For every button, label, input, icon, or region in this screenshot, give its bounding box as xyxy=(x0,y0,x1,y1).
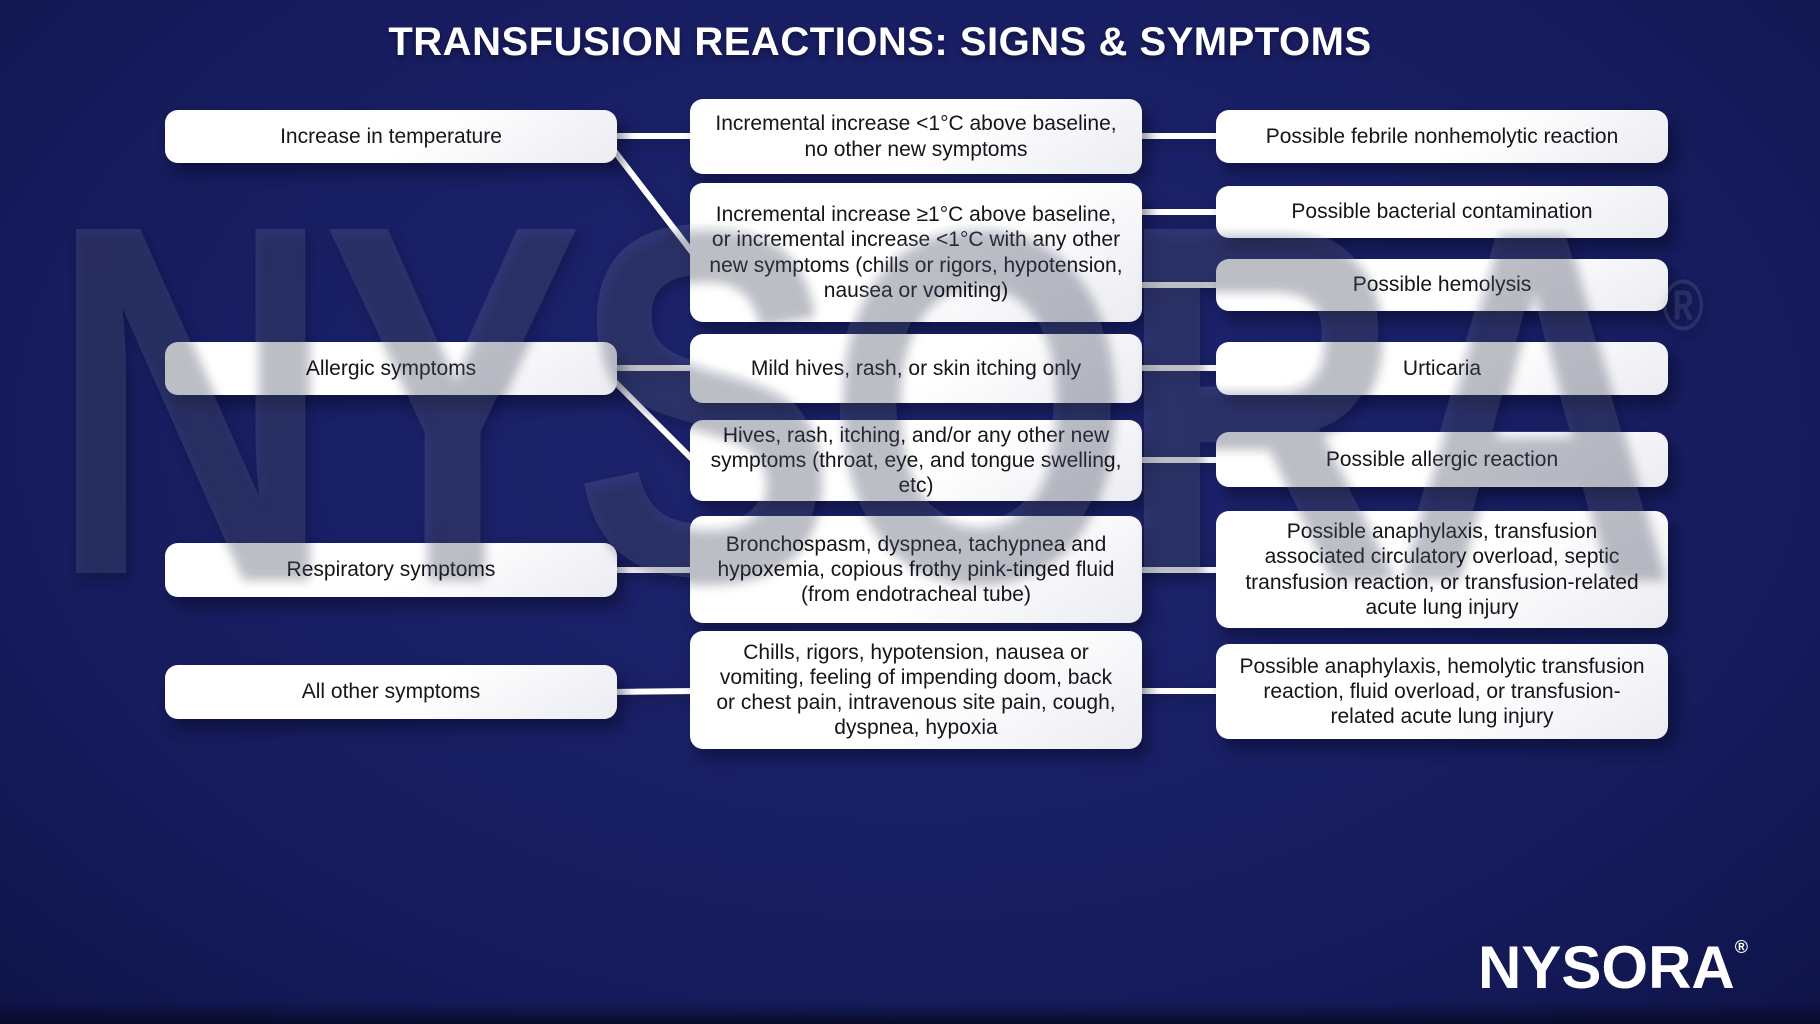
outcome-box-febrile: Possible febrile nonhemolytic reaction xyxy=(1216,110,1668,163)
outcome-box-urticaria: Urticaria xyxy=(1216,342,1668,395)
category-box-other: All other symptoms xyxy=(165,665,617,719)
outcome-box-allergic-reaction: Possible allergic reaction xyxy=(1216,432,1668,487)
nysora-logo: NYSORA® xyxy=(1478,933,1748,1002)
outcome-text: Possible febrile nonhemolytic reaction xyxy=(1265,124,1619,148)
outcome-box-other: Possible anaphylaxis, hemolytic transfus… xyxy=(1216,644,1668,739)
registered-trademark-icon: ® xyxy=(1734,937,1748,957)
finding-box-allergic-severe: Hives, rash, itching, and/or any other n… xyxy=(690,420,1142,501)
page-title: TRANSFUSION REACTIONS: SIGNS & SYMPTOMS xyxy=(388,20,1372,64)
category-box-temperature: Increase in temperature xyxy=(165,110,617,163)
finding-box-respiratory: Bronchospasm, dyspnea, tachypnea and hyp… xyxy=(690,516,1142,623)
outcome-box-bacterial: Possible bacterial contamination xyxy=(1216,186,1668,238)
outcome-text: Urticaria xyxy=(1402,356,1482,380)
connector-line xyxy=(607,688,699,695)
outcome-text: Possible bacterial contamination xyxy=(1291,200,1593,224)
category-label: Allergic symptoms xyxy=(305,356,477,380)
finding-text: Chills, rigors, hypotension, nausea or v… xyxy=(716,640,1116,740)
category-box-respiratory: Respiratory symptoms xyxy=(165,543,617,597)
outcome-text: Possible allergic reaction xyxy=(1325,447,1559,471)
finding-box-other: Chills, rigors, hypotension, nausea or v… xyxy=(690,631,1142,749)
logo-text: NYSORA xyxy=(1478,934,1735,1001)
connector-line xyxy=(606,141,698,259)
finding-text: Incremental increase ≥1°C above baseline… xyxy=(709,203,1123,302)
category-label: Increase in temperature xyxy=(280,124,502,148)
outcome-text: Possible anaphylaxis, hemolytic transfus… xyxy=(1239,654,1645,729)
outcome-box-hemolysis: Possible hemolysis xyxy=(1216,259,1668,311)
finding-box-allergic-mild: Mild hives, rash, or skin itching only xyxy=(690,334,1142,403)
finding-box-temp-severe: Incremental increase ≥1°C above baseline… xyxy=(690,183,1142,322)
connector-line xyxy=(606,373,698,465)
outcome-text: Possible anaphylaxis, transfusion associ… xyxy=(1245,520,1639,619)
outcome-box-respiratory: Possible anaphylaxis, transfusion associ… xyxy=(1216,511,1668,628)
category-label: All other symptoms xyxy=(301,680,481,704)
finding-text: Mild hives, rash, or skin itching only xyxy=(750,356,1082,380)
category-box-allergic: Allergic symptoms xyxy=(165,342,617,395)
finding-text: Bronchospasm, dyspnea, tachypnea and hyp… xyxy=(717,532,1115,607)
finding-text: Incremental increase <1°C above baseline… xyxy=(715,112,1117,161)
finding-text: Hives, rash, itching, and/or any other n… xyxy=(710,423,1122,498)
category-label: Respiratory symptoms xyxy=(286,558,496,582)
finding-box-temp-mild: Incremental increase <1°C above baseline… xyxy=(690,99,1142,174)
outcome-text: Possible hemolysis xyxy=(1352,273,1532,297)
